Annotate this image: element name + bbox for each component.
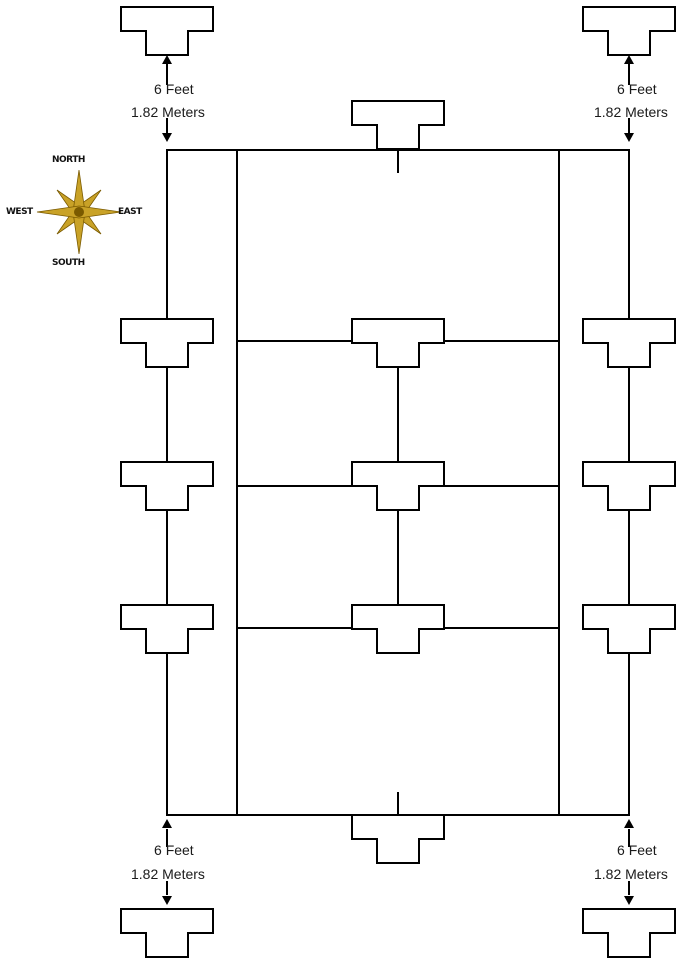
station-right-3	[582, 604, 676, 654]
station-bottom-center	[351, 814, 445, 864]
station-left-2	[120, 461, 214, 511]
compass-south-label: SOUTH	[52, 258, 85, 268]
station-center-2	[351, 461, 445, 511]
station-left-3	[120, 604, 214, 654]
station-center-1	[351, 318, 445, 368]
arrow-bottom-left-up	[162, 819, 172, 828]
measure-top-left-feet: 6 Feet	[154, 81, 194, 97]
arrow-bottom-right-down	[624, 896, 634, 905]
compass-north-label: NORTH	[52, 155, 85, 165]
compass-center	[74, 207, 84, 217]
arrow-top-left-down	[162, 133, 172, 142]
measure-bottom-left-meters: 1.82 Meters	[131, 866, 205, 882]
station-top-left	[120, 6, 214, 56]
station-center-3	[351, 604, 445, 654]
measure-bottom-left-feet: 6 Feet	[154, 842, 194, 858]
station-left-1	[120, 318, 214, 368]
measure-top-right-feet: 6 Feet	[617, 81, 657, 97]
measure-bottom-right-meters: 1.82 Meters	[594, 866, 668, 882]
measure-top-left-meters: 1.82 Meters	[131, 104, 205, 120]
compass-east-label: EAST	[118, 207, 142, 217]
measure-top-right-meters: 1.82 Meters	[594, 104, 668, 120]
arrow-bottom-right-up	[624, 819, 634, 828]
station-top-center	[351, 100, 445, 150]
station-top-right	[582, 6, 676, 56]
station-right-2	[582, 461, 676, 511]
arrow-top-right-up	[624, 55, 634, 64]
arrow-top-left-up	[162, 55, 172, 64]
station-right-1	[582, 318, 676, 368]
compass-west-label: WEST	[6, 207, 33, 217]
measure-bottom-right-feet: 6 Feet	[617, 842, 657, 858]
arrow-top-right-down	[624, 133, 634, 142]
arrow-bottom-left-down	[162, 896, 172, 905]
compass-rose-icon	[36, 169, 122, 255]
station-bottom-right	[582, 908, 676, 958]
station-bottom-left	[120, 908, 214, 958]
